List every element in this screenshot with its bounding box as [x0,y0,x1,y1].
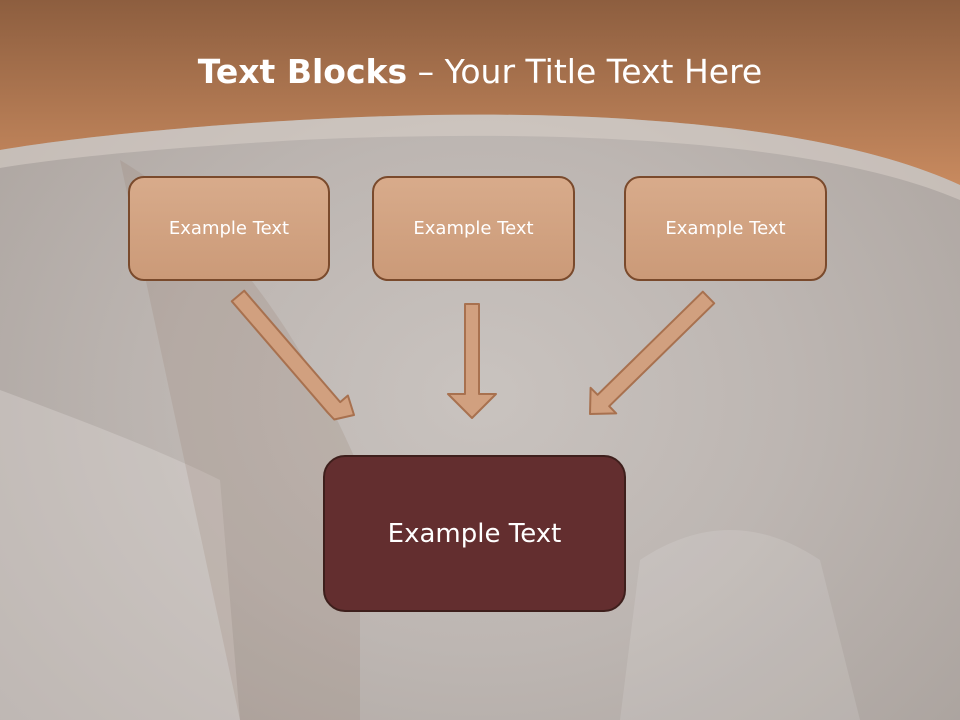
header-swoosh [0,114,960,200]
text-block-label: Example Text [168,218,290,239]
scarf-shape [0,390,240,720]
page-title: Text Blocks – Your Title Text Here [0,52,960,91]
title-rest: – Your Title Text Here [407,52,763,91]
arrow-down-left [589,290,716,415]
arrow-down [447,303,497,419]
text-block-left[interactable]: Example Text [128,176,330,281]
text-block-right[interactable]: Example Text [624,176,827,281]
text-block-label: Example Text [665,218,786,239]
result-block[interactable]: Example Text [323,455,626,612]
text-block-center[interactable]: Example Text [372,176,575,281]
header-band [0,0,960,185]
arrow-down-right [230,289,355,421]
figure-shape [120,160,360,720]
water-splash-shape [620,530,860,720]
text-block-label: Example Text [413,218,534,239]
title-bold: Text Blocks [197,52,408,91]
result-block-label: Example Text [387,518,562,549]
